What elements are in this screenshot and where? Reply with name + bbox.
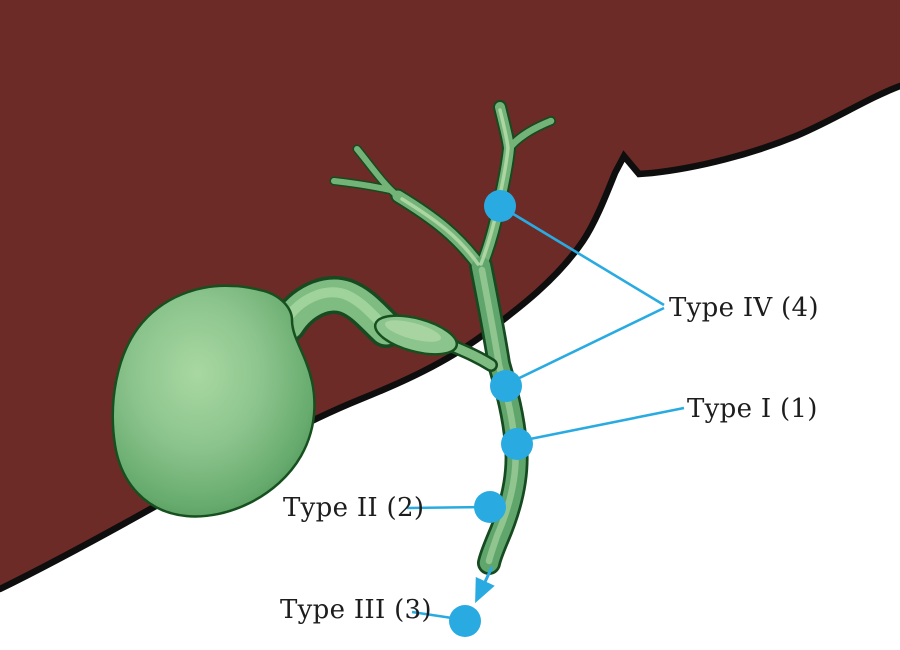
label-type-iv: Type IV (4) — [669, 293, 819, 323]
leader-line-type-iii — [411, 610, 453, 620]
type-ii-dot — [474, 491, 506, 523]
type-iv-lower-dot — [490, 370, 522, 402]
right-hepatic-branch-fill — [505, 117, 555, 153]
gallbladder-neck-highlight — [281, 287, 385, 327]
left-hepatic-duct-highlight — [400, 197, 480, 266]
type-iv-upper-dot — [484, 190, 516, 222]
leader-line-type-i — [519, 406, 685, 443]
type-i-dot — [501, 428, 533, 460]
type-iii-dot — [449, 605, 481, 637]
cyst-markers — [449, 190, 533, 637]
label-type-iii: Type III (3) — [280, 595, 432, 625]
left-hepatic-tip-fill — [354, 146, 401, 199]
leader-line-type-iv-lower — [508, 306, 665, 385]
leader-line-type-ii — [406, 505, 487, 510]
annotation-lines — [406, 207, 685, 620]
leader-line-type-iv-upper — [504, 207, 665, 307]
gallbladder — [111, 276, 498, 518]
duct-outflow-arrow — [475, 566, 495, 604]
cystic-duct-bulge-highlight — [384, 320, 442, 342]
gallbladder-body — [111, 284, 316, 518]
hepatic-duct-stem-highlight — [479, 108, 510, 266]
label-type-ii: Type II (2) — [283, 493, 425, 523]
left-hepatic-spur-fill — [331, 178, 393, 193]
label-type-i: Type I (1) — [687, 394, 818, 424]
